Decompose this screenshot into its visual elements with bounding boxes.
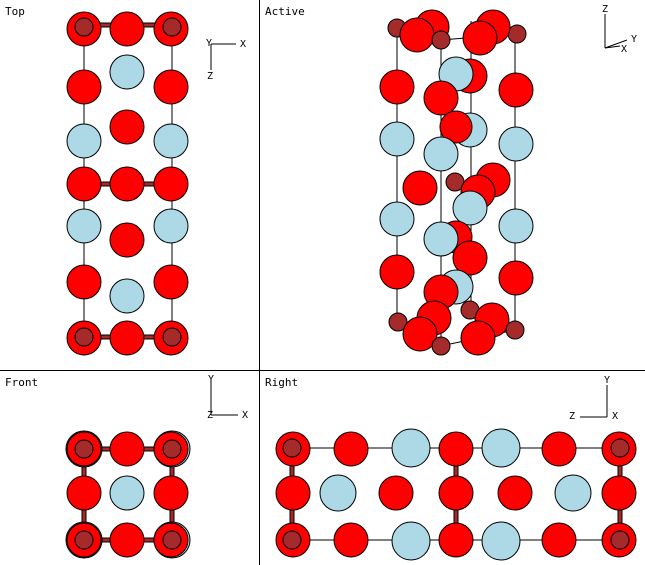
svg-text:Z: Z xyxy=(602,4,608,15)
viewport-label-right: Right xyxy=(265,376,299,389)
atoms xyxy=(379,9,534,356)
svg-text:Z: Z xyxy=(569,411,575,422)
svg-text:Z: Z xyxy=(207,71,213,82)
svg-text:Y: Y xyxy=(206,38,212,49)
svg-text:Y: Y xyxy=(631,34,637,45)
viewport-top[interactable]: Top xyxy=(0,0,259,370)
svg-text:X: X xyxy=(621,44,627,55)
viewport-divider-vertical[interactable] xyxy=(259,0,260,565)
viewport-divider-horizontal[interactable] xyxy=(0,370,645,371)
svg-text:X: X xyxy=(240,39,246,50)
axis-indicator: Z Y X xyxy=(602,4,637,55)
viewport-active[interactable]: Active xyxy=(260,0,645,370)
front-view-canvas[interactable]: Y Z X xyxy=(0,371,259,565)
axis-indicator: Y Z X xyxy=(569,375,618,422)
viewport-label-top: Top xyxy=(5,5,25,18)
viewport-right[interactable]: Right xyxy=(260,371,645,565)
svg-text:Z: Z xyxy=(207,410,213,421)
axis-indicator: Y X Z xyxy=(206,38,246,82)
axis-indicator: Y Z X xyxy=(207,374,248,421)
viewport-label-active: Active xyxy=(265,5,305,18)
right-view-canvas[interactable]: Y Z X xyxy=(260,371,645,565)
top-view-canvas[interactable]: Y X Z xyxy=(0,0,259,370)
svg-text:X: X xyxy=(612,411,618,422)
viewport-label-front: Front xyxy=(5,376,39,389)
svg-text:Y: Y xyxy=(604,375,610,386)
atoms xyxy=(66,11,189,356)
svg-text:Y: Y xyxy=(208,374,214,385)
svg-text:X: X xyxy=(242,410,248,421)
active-view-canvas[interactable]: Z Y X xyxy=(260,0,645,370)
atoms xyxy=(275,428,637,561)
atoms xyxy=(65,430,191,559)
viewport-front[interactable]: Front xyxy=(0,371,259,565)
